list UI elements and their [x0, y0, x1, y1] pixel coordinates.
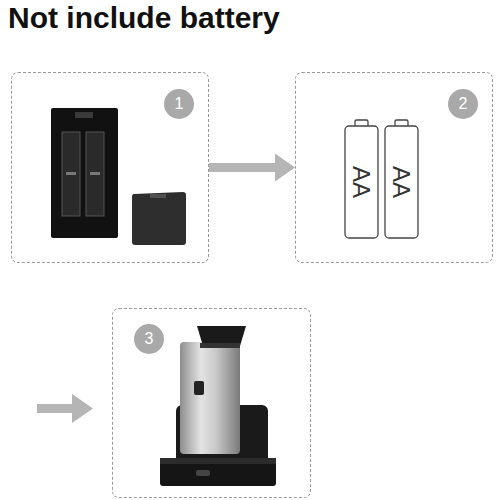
- device-switch: [196, 470, 210, 476]
- compartment-slot: [62, 132, 80, 216]
- step-panel: 3: [112, 308, 311, 498]
- device-nozzle: [194, 381, 204, 395]
- step-number-badge: 1: [164, 89, 194, 119]
- step-number: 1: [175, 95, 184, 113]
- arrow-shaft: [209, 163, 275, 172]
- battery-cover: [132, 192, 186, 245]
- device-cylinder: [180, 342, 240, 454]
- battery-body: [345, 126, 378, 238]
- arrow-shaft: [37, 404, 75, 413]
- compartment-clip: [75, 112, 93, 118]
- device-base-top: [160, 458, 276, 464]
- step-number-badge: 3: [134, 324, 164, 354]
- compartment-contact: [66, 172, 76, 175]
- smoker-device: [160, 326, 276, 486]
- entry-arrow: [37, 394, 93, 423]
- cover-plate: [132, 192, 186, 245]
- step-number: 2: [459, 95, 468, 113]
- arrow-head: [72, 394, 93, 423]
- aa-batteries: [345, 120, 418, 238]
- step-panel: 1: [11, 72, 209, 263]
- step-number: 3: [145, 330, 154, 348]
- compartment-contact: [90, 172, 100, 175]
- arrow-head: [275, 154, 295, 182]
- battery-compartment: [51, 108, 118, 238]
- battery-body: [385, 126, 418, 238]
- device-cup-ring: [200, 343, 240, 348]
- flow-arrow: [209, 154, 295, 182]
- compartment-body: [51, 108, 118, 238]
- step-number-badge: 2: [448, 89, 478, 119]
- battery-label: AA: [347, 166, 375, 198]
- battery-label: AA: [387, 166, 415, 198]
- cover-latch: [150, 194, 166, 198]
- compartment-slot: [86, 132, 104, 216]
- title: Not include battery: [8, 1, 280, 35]
